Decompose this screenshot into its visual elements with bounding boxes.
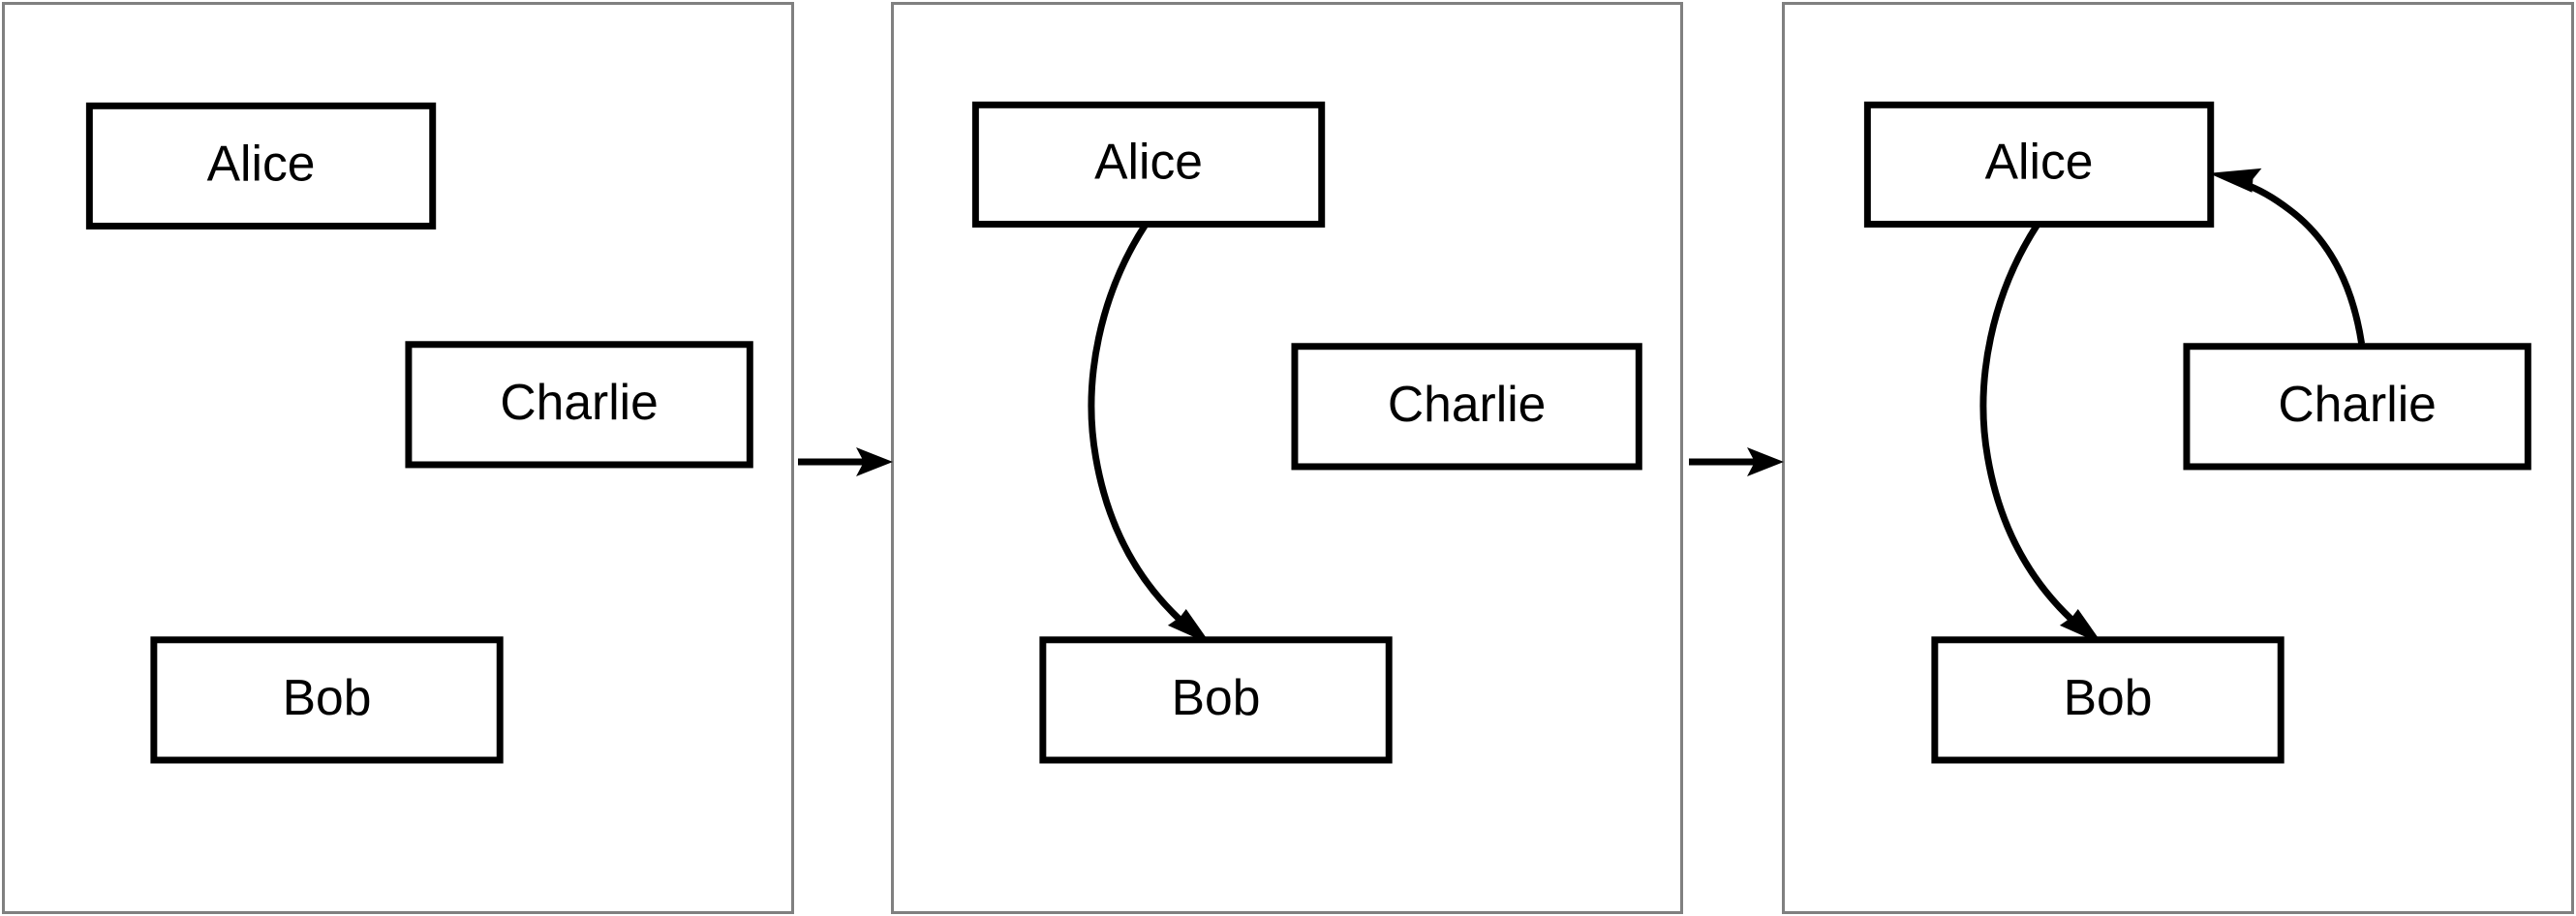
- edge-alice-to-bob-arrowhead: [2059, 609, 2103, 645]
- node-alice[interactable]: Alice: [1863, 101, 2215, 229]
- panel-1-graph: Alice Charlie Bob: [85, 102, 753, 764]
- panel-3-graph: Alice Charlie Bob: [1863, 101, 2531, 764]
- panel-step-3: Alice Charlie Bob: [1782, 2, 2574, 914]
- panel-2-graph: Alice Charlie Bob: [971, 101, 1642, 764]
- node-alice-box[interactable]: [1863, 101, 2215, 229]
- node-bob-label: Bob: [1172, 669, 1261, 725]
- node-charlie[interactable]: Charlie: [2183, 343, 2531, 471]
- step-arrow-2-to-3-head: [1747, 447, 1784, 476]
- node-charlie-box[interactable]: [2183, 343, 2531, 471]
- node-bob-box[interactable]: [1931, 636, 2285, 764]
- edge-alice-to-bob: [1088, 222, 1211, 645]
- node-bob[interactable]: Bob: [1931, 636, 2285, 764]
- node-charlie-label: Charlie: [500, 374, 658, 430]
- edge-charlie-to-alice: [2208, 168, 2366, 345]
- step-arrow-1-to-2-head: [856, 447, 893, 476]
- node-bob-box[interactable]: [1039, 636, 1393, 764]
- edge-charlie-to-alice-path: [2242, 180, 2366, 345]
- step-arrow-1-to-2: [798, 447, 893, 476]
- node-bob-label: Bob: [283, 669, 372, 725]
- edge-charlie-to-alice-arrowhead: [2208, 168, 2262, 193]
- node-charlie-box[interactable]: [1291, 343, 1642, 471]
- node-alice-label: Alice: [1094, 134, 1203, 190]
- node-charlie-box[interactable]: [405, 341, 753, 469]
- step-arrow-2-to-3: [1689, 447, 1784, 476]
- edge-alice-to-bob-arrowhead: [1167, 609, 1211, 645]
- edge-alice-to-bob-path: [1088, 222, 1200, 638]
- node-charlie[interactable]: Charlie: [405, 341, 753, 469]
- node-bob[interactable]: Bob: [150, 636, 504, 764]
- node-charlie[interactable]: Charlie: [1291, 343, 1642, 471]
- edge-alice-to-bob: [1979, 222, 2103, 645]
- node-alice-box[interactable]: [85, 102, 437, 230]
- node-alice-label: Alice: [207, 136, 316, 192]
- node-alice[interactable]: Alice: [85, 102, 437, 230]
- node-alice[interactable]: Alice: [971, 101, 1326, 229]
- node-bob-box[interactable]: [150, 636, 504, 764]
- node-charlie-label: Charlie: [1388, 376, 1546, 432]
- edge-alice-to-bob-path: [1979, 222, 2092, 638]
- node-charlie-label: Charlie: [2278, 376, 2436, 432]
- node-alice-box[interactable]: [971, 101, 1326, 229]
- panel-step-1: Alice Charlie Bob: [2, 2, 794, 914]
- panel-step-2: Alice Charlie Bob: [891, 2, 1683, 914]
- node-bob[interactable]: Bob: [1039, 636, 1393, 764]
- node-bob-label: Bob: [2064, 669, 2153, 725]
- node-alice-label: Alice: [1985, 134, 2094, 190]
